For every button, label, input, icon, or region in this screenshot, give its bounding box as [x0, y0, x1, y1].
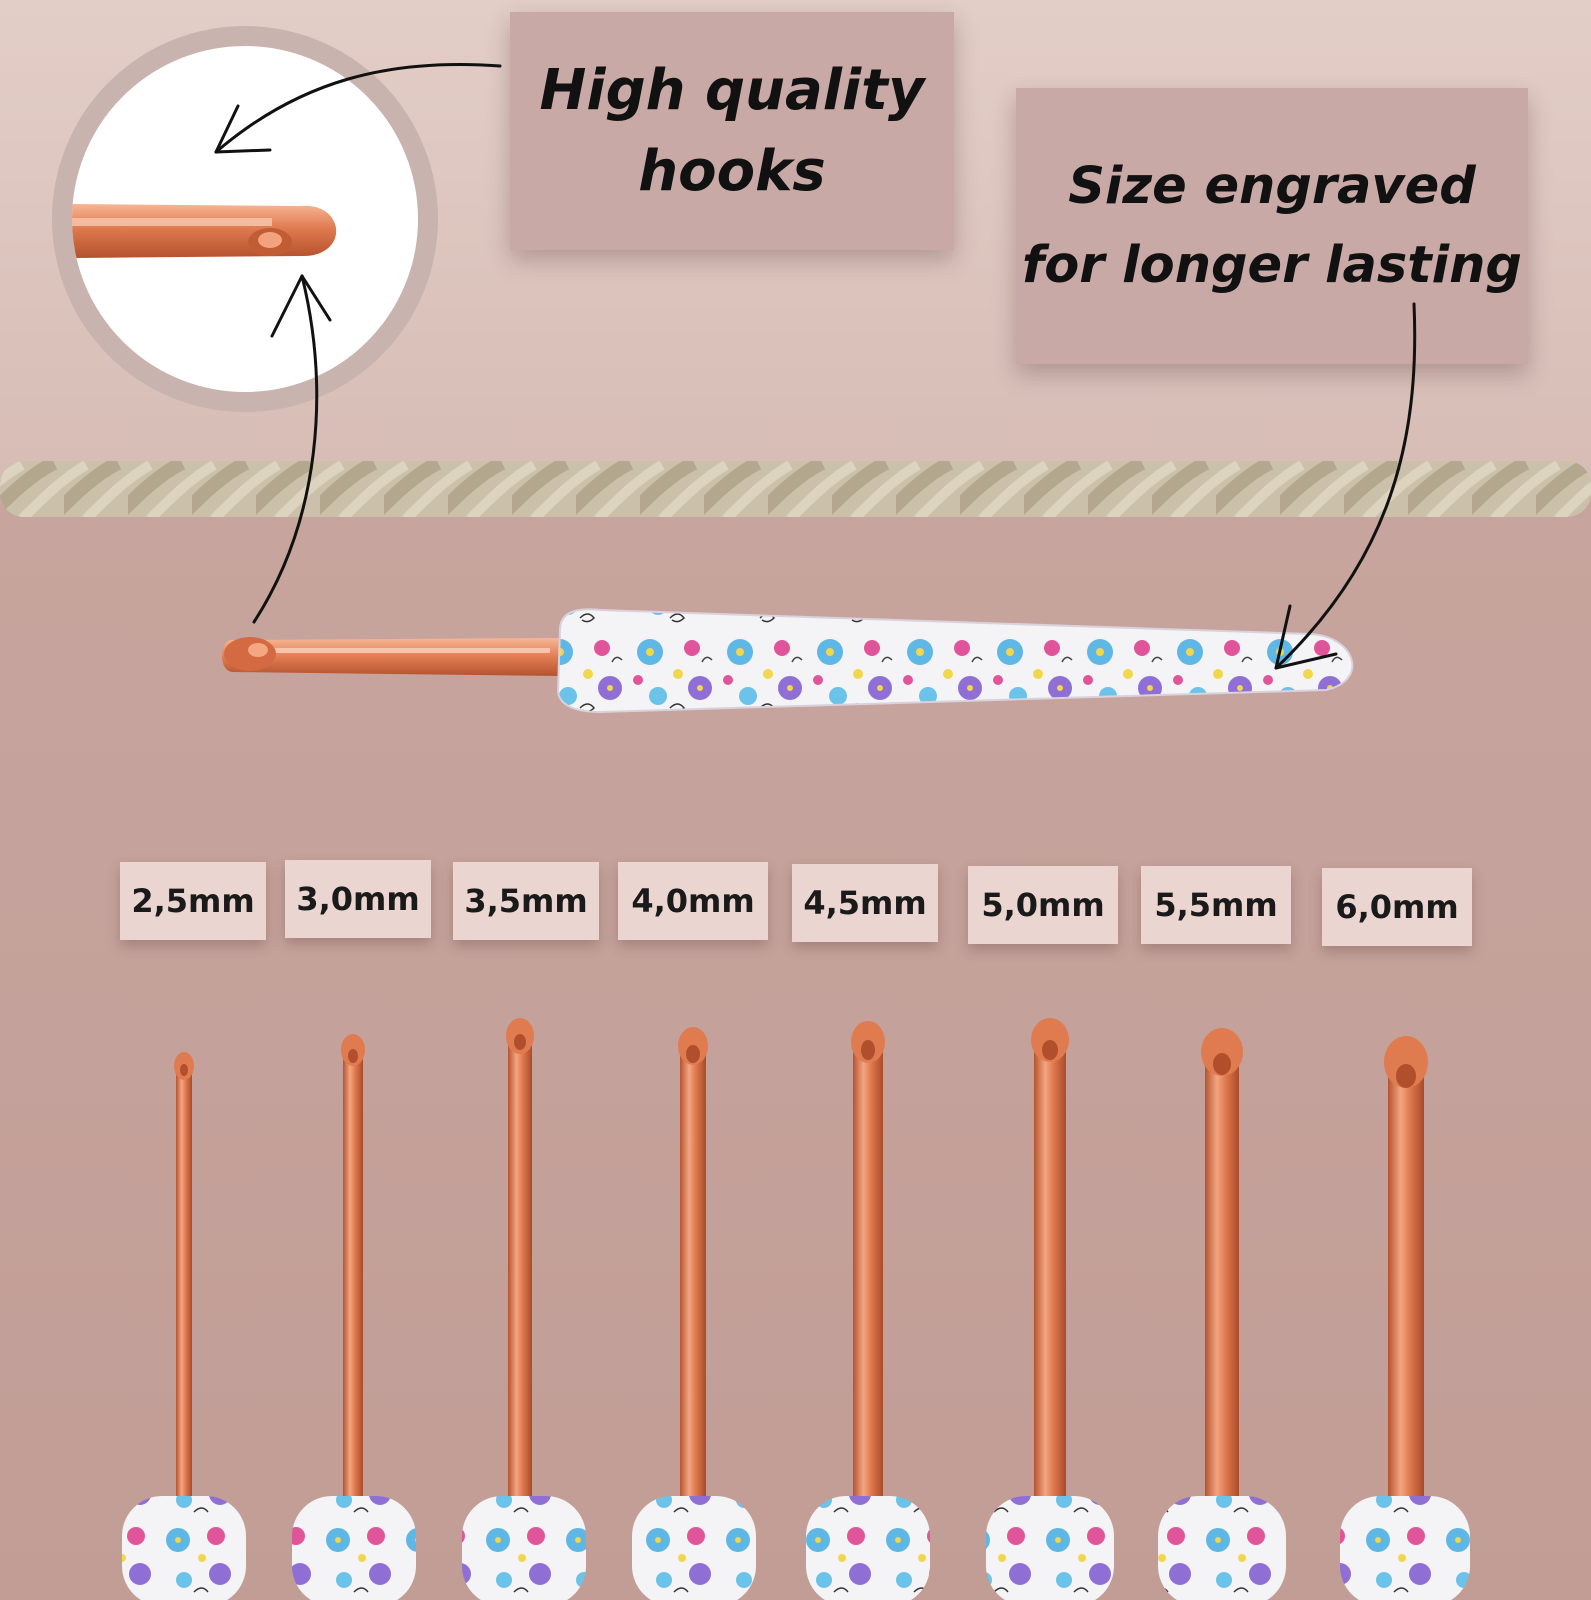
arrow-to-quality — [214, 62, 502, 154]
hook-3-0 — [292, 1034, 416, 1600]
engraved-callout-box: Size engraved for longer lasting — [1016, 88, 1528, 364]
hook-3-5 — [462, 1018, 586, 1600]
hook-tip-closeup — [72, 204, 337, 258]
size-tag-5-5: 5,5mm — [1141, 866, 1291, 944]
hook-6-0 — [1340, 1036, 1470, 1600]
engraved-callout-line2: for longer lasting — [1022, 236, 1522, 295]
arrow-to-engraving — [1274, 302, 1417, 670]
size-tag-4-5: 4,5mm — [792, 864, 938, 942]
hook-2-5 — [122, 1052, 246, 1600]
arrow-from-hook-tip — [252, 274, 332, 624]
size-tag-3-5: 3,5mm — [453, 862, 599, 940]
size-tag-6-0: 6,0mm — [1322, 868, 1472, 946]
quality-callout-line2: hooks — [638, 139, 826, 204]
size-tag-2-5: 2,5mm — [120, 862, 266, 940]
quality-callout-line1: High quality — [539, 57, 925, 123]
engraved-callout-line1: Size engraved — [1068, 156, 1476, 216]
hook-5-5 — [1158, 1028, 1286, 1600]
yarn-rope — [0, 461, 1591, 517]
size-tag-4-0: 4,0mm — [618, 862, 768, 940]
hook-5-0 — [986, 1018, 1114, 1600]
quality-callout-box: High quality hooks — [510, 12, 954, 250]
size-tag-5-0: 5,0mm — [968, 866, 1118, 944]
hook-4-0 — [632, 1027, 756, 1600]
size-tag-3-0: 3,0mm — [285, 860, 431, 938]
hook-4-5 — [806, 1021, 930, 1600]
